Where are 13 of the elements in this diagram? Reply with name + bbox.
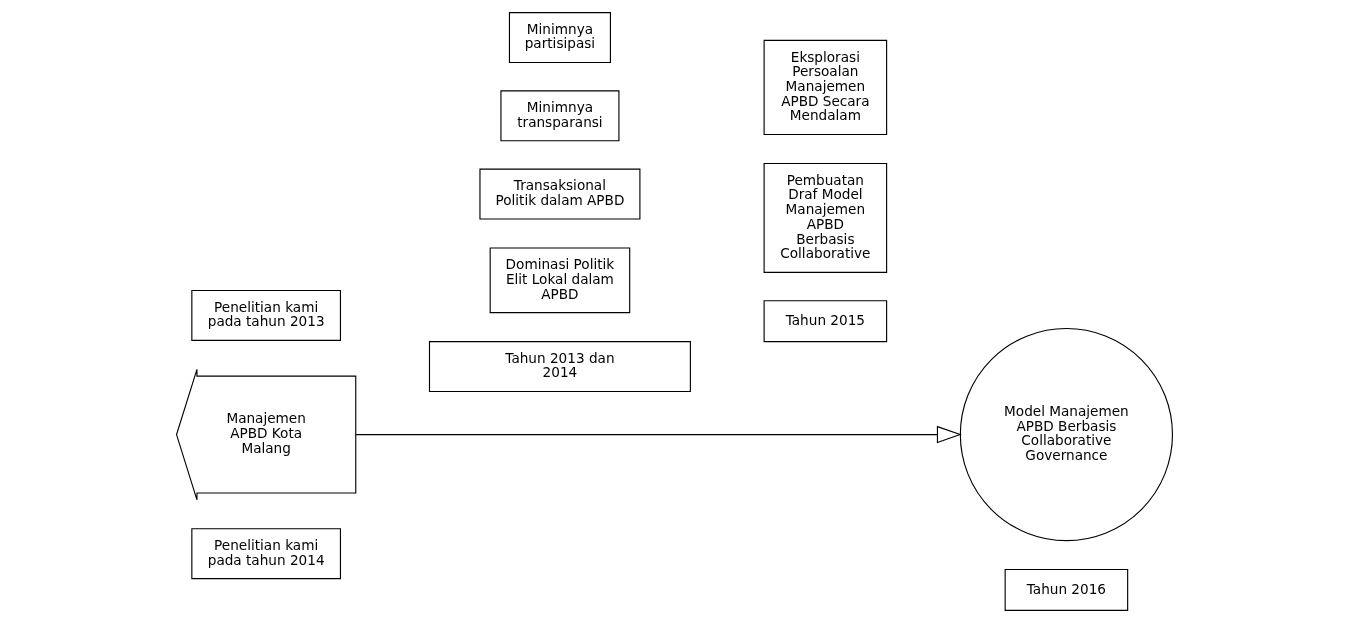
node-box: Pembuatan Draf Model Manajemen APBD Berbasis Collaborative (763, 162, 887, 273)
node-box: Penelitian kami pada tahun 2014 (190, 528, 341, 580)
node-box: Tahun 2016 (1004, 569, 1128, 611)
node-circle: Model Manajemen APBD Berbasis Collaborative Governance (959, 327, 1173, 542)
node-box: Eksplorasi Persoalan Manajemen APBD Secara Mendalam (763, 39, 887, 136)
node-box: Transaksional Politik dalam APBD (478, 168, 640, 220)
arrow (355, 425, 962, 444)
node-box: Dominasi Politik Elit Lokal dalam APBD (489, 247, 630, 314)
node-box: Minimnya transparansi (499, 90, 619, 142)
node-box: Tahun 2015 (763, 300, 887, 343)
node-box: Minimnya partisipasi (508, 12, 611, 64)
node-box: Tahun 2013 dan 2014 (428, 341, 691, 393)
node-box: Penelitian kami pada tahun 2013 (190, 289, 341, 341)
